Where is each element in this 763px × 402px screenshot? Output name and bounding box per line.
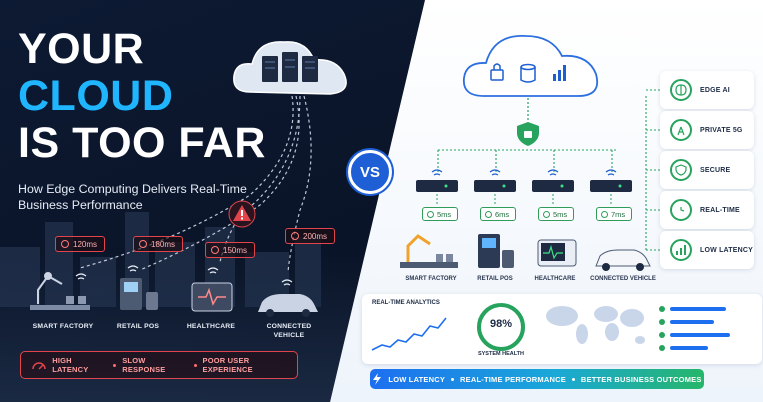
edge-device-label: SMART FACTORY [405,276,457,282]
clock-icon [670,199,692,221]
headline-line-2: CLOUD [18,72,174,120]
robot-arm-icon [30,272,90,310]
edge-pos-terminal-icon [478,234,514,268]
health-ring-fill [477,303,525,351]
edge-latency-pill: 5ms [422,207,459,221]
warning-icon [228,200,256,228]
shield-lock-icon [517,122,539,146]
device-label: HEALTHCARE [186,323,236,330]
system-health-label: SYSTEM HEALTH [477,351,525,357]
edge-latency-pill: 5ms [538,207,575,221]
clock-icon [601,210,608,218]
shield-icon [670,159,692,181]
feature-card-edge-ai: EDGE AI [660,71,754,109]
checklist-icon [659,306,730,351]
health-monitor-icon [191,282,233,312]
clock-icon [139,240,147,248]
edge-robot-arm-icon [400,234,458,268]
clock-icon [61,240,69,248]
world-map-icon [546,306,645,344]
bad-outcomes-bar: HIGH LATENCY SLOW RESPONSE POOR USER EXP… [20,351,298,379]
subtitle: How Edge Computing Delivers Real-Time Bu… [18,182,247,212]
device-label: SMART FACTORY [32,323,94,330]
brain-icon [670,79,692,101]
bar-chart-icon [670,239,692,261]
speedometer-icon [32,362,46,370]
edge-latency-pill: 7ms [596,207,633,221]
analytics-line-chart [371,317,447,351]
system-health-value: 98% [489,318,513,330]
edge-health-monitor-icon [537,239,577,267]
clock-icon [485,210,492,218]
feature-card-private-5g: PRIVATE 5G [660,111,754,149]
edge-server-icons [416,180,632,192]
lightning-icon [373,373,382,385]
feature-card-secure: SECURE [660,151,754,189]
clock-icon [543,210,550,218]
edge-latency-pill: 6ms [480,207,517,221]
cloud-server-icon [233,41,347,95]
feature-card-real-time: REAL-TIME [660,191,754,229]
feature-card-low-latency: LOW LATENCY [660,231,754,269]
cloud-latency-pill: 180ms [133,236,184,252]
headline-line-1: YOUR [18,25,145,73]
cloud-latency-pill: 120ms [55,236,106,252]
edge-device-label: RETAIL POS [477,276,513,282]
edge-device-label: HEALTHCARE [534,276,576,282]
pos-terminal-icon [120,278,158,310]
vs-badge: VS [348,150,392,194]
car-icon [258,294,318,317]
edge-device-label: CONNECTED VEHICLE [590,276,656,282]
edge-car-icon [595,249,651,271]
antenna-icon [670,119,692,141]
cloud-latency-pill: 150ms [205,242,256,258]
clock-icon [211,246,219,254]
analytics-card: REAL-TIME ANALYTICS [362,294,762,364]
edge-cloud-icon [462,35,599,97]
clock-icon [427,210,434,218]
analytics-title: REAL-TIME ANALYTICS [372,300,440,306]
cloud-latency-pill: 200ms [285,228,336,244]
good-outcomes-bar: LOW LATENCY REAL-TIME PERFORMANCE BETTER… [370,369,704,389]
device-label: CONNECTED VEHICLE [266,323,312,339]
clock-icon [291,232,299,240]
device-label: RETAIL POS [116,323,160,330]
headline-line-3: IS TOO FAR [18,119,266,167]
